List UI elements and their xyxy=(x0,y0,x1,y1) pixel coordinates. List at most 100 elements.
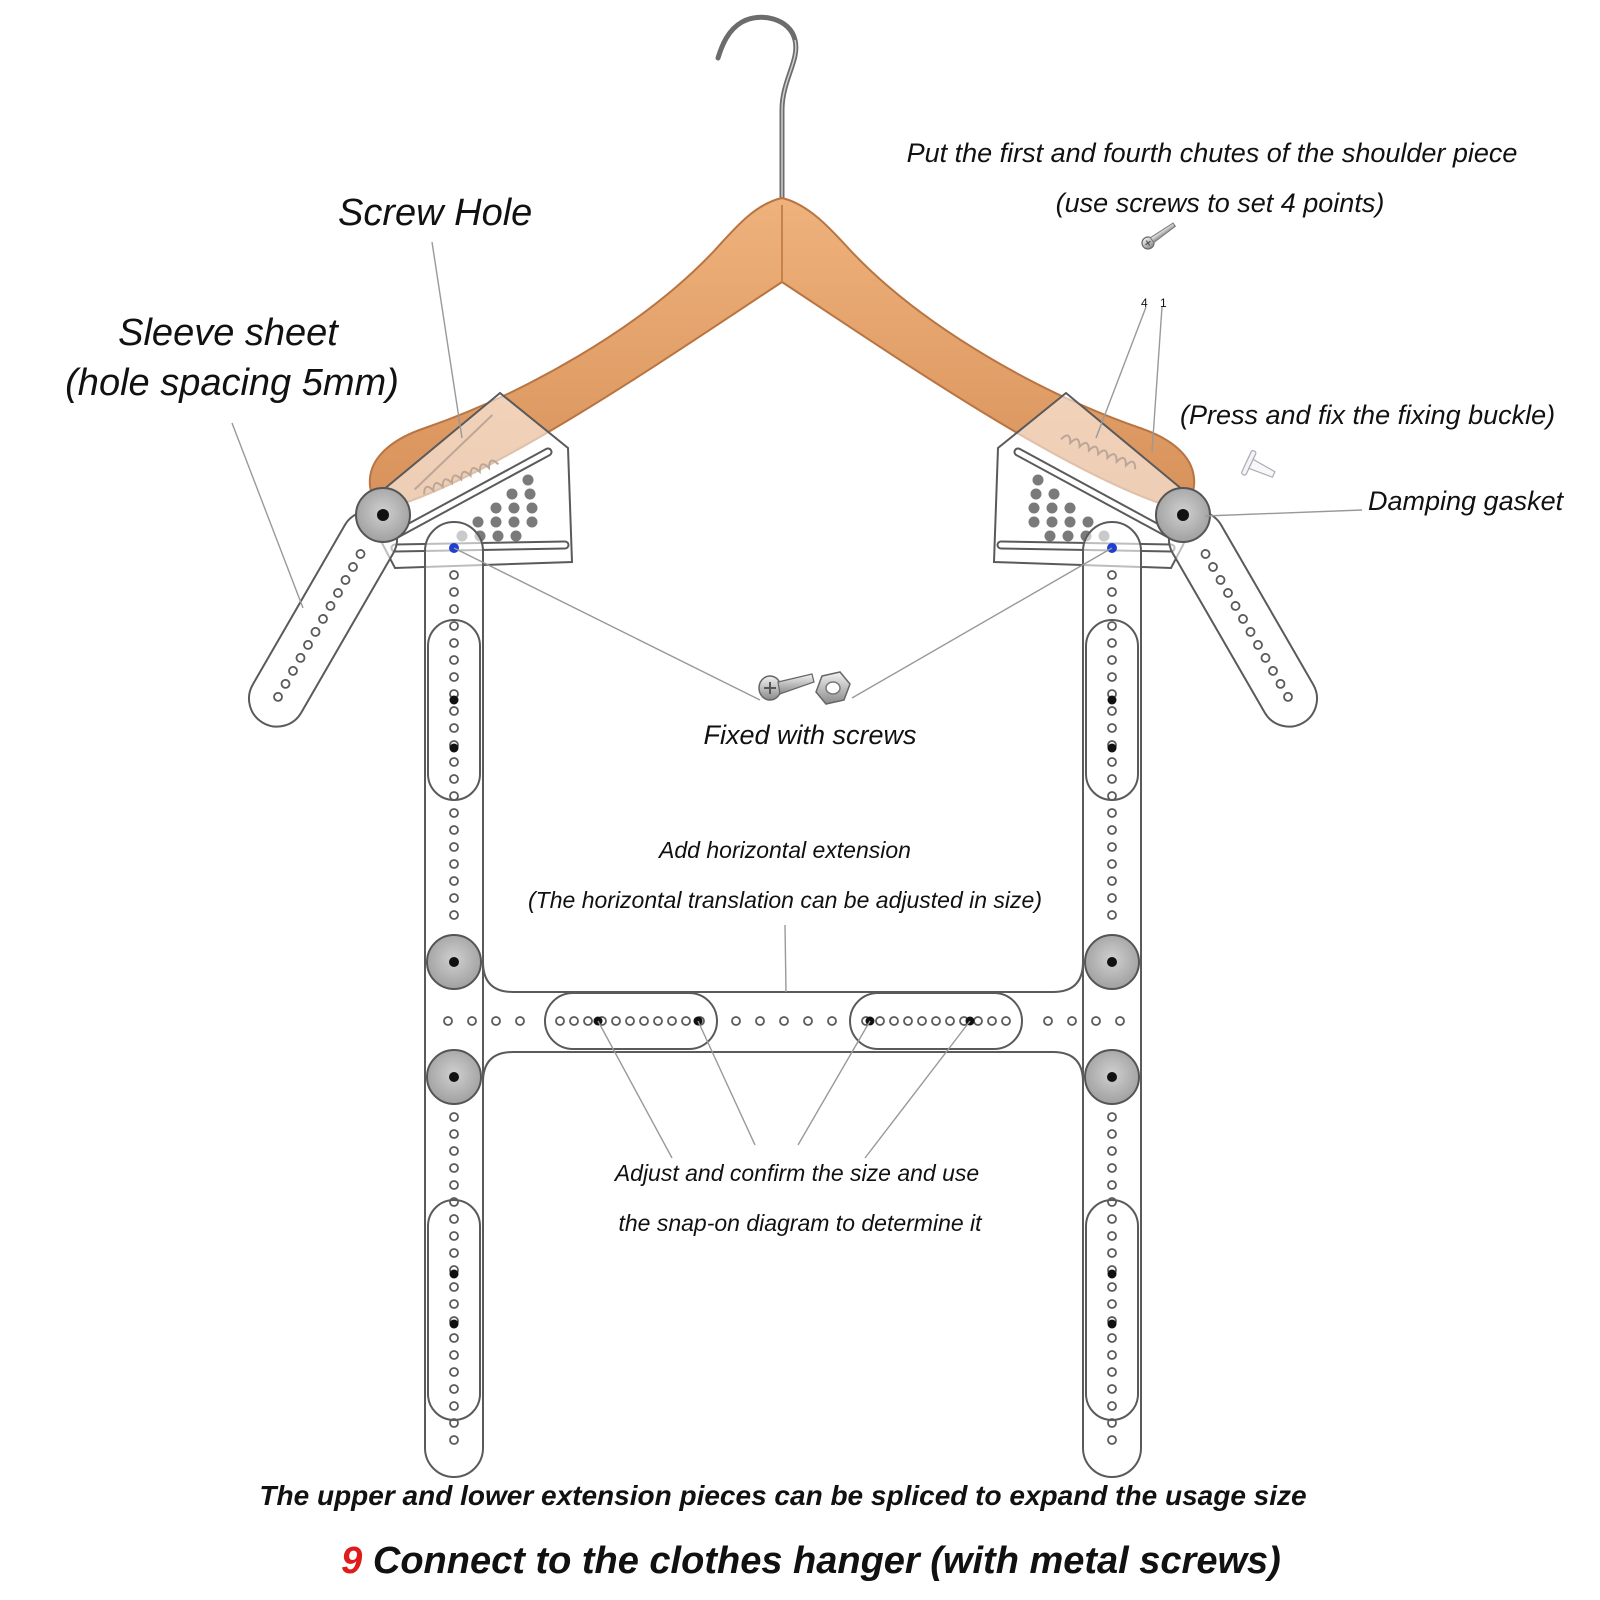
frame-hole xyxy=(555,1016,565,1026)
frame-hole xyxy=(1107,621,1117,631)
frame-hole xyxy=(1067,1016,1077,1026)
frame-hole xyxy=(1107,1197,1117,1207)
frame-hole xyxy=(449,825,459,835)
frame-hole xyxy=(611,1016,621,1026)
plate-hole xyxy=(1064,516,1076,528)
plate-hole xyxy=(524,488,536,500)
frame-hole xyxy=(449,621,459,631)
frame-hole xyxy=(1107,893,1117,903)
plate-hole xyxy=(1028,502,1040,514)
frame-hole xyxy=(1107,638,1117,648)
frame-hole xyxy=(449,1350,459,1360)
frame-hole xyxy=(449,587,459,597)
sleeve-hole xyxy=(318,614,328,624)
frame-hole xyxy=(569,1016,579,1026)
frame-hole xyxy=(449,1384,459,1394)
plate-hole xyxy=(508,516,520,528)
frame-snap-point xyxy=(1107,743,1117,753)
frame-hole xyxy=(467,1016,477,1026)
frame-hole xyxy=(1107,1214,1117,1224)
adjust-confirm-label: Adjust and confirm the size and use xyxy=(614,1160,980,1186)
plate-hole xyxy=(508,502,520,514)
sleeve-hole xyxy=(1275,678,1286,689)
frame-hole xyxy=(667,1016,677,1026)
frame-hole xyxy=(449,1163,459,1173)
plate-hole xyxy=(1064,502,1076,514)
sleeve-hole xyxy=(280,678,291,689)
plate-hole xyxy=(492,530,504,542)
frame-snap-point xyxy=(449,1319,459,1329)
frame-hole xyxy=(1107,604,1117,614)
extension-note: The upper and lower extension pieces can… xyxy=(259,1480,1307,1511)
small-screw-icon xyxy=(1141,222,1177,250)
frame-hole xyxy=(1107,1180,1117,1190)
frame-hole xyxy=(1107,842,1117,852)
frame-hole xyxy=(449,1112,459,1122)
frame-hole xyxy=(1107,910,1117,920)
frame-hole xyxy=(1107,1163,1117,1173)
frame-hole xyxy=(449,893,459,903)
frame-hole xyxy=(1107,1146,1117,1156)
frame-hole xyxy=(1107,1418,1117,1428)
plate-hole xyxy=(1046,516,1058,528)
frame-hole xyxy=(889,1016,899,1026)
metal-screw-nut-icon xyxy=(758,671,851,705)
frame-hole xyxy=(449,1435,459,1445)
sleeve-hole xyxy=(295,652,306,663)
sleeve-hole xyxy=(348,562,358,572)
frame-hole xyxy=(449,842,459,852)
plate-hole xyxy=(1030,488,1042,500)
sleeve-hole xyxy=(1230,601,1241,611)
frame-hole xyxy=(449,808,459,818)
frame-snap-point xyxy=(1107,1269,1117,1279)
frame-hole xyxy=(1107,1231,1117,1241)
frame-hole xyxy=(1107,587,1117,597)
frame-snap-point xyxy=(1107,1319,1117,1329)
frame-hole xyxy=(491,1016,501,1026)
frame-hole xyxy=(1107,859,1117,869)
frame-snap-point xyxy=(449,1269,459,1279)
plate-hole xyxy=(506,488,518,500)
frame-hole xyxy=(449,706,459,716)
right-shoulder-plate xyxy=(992,391,1203,570)
sleeve-hole xyxy=(1283,691,1293,702)
sleeve-spacing-label: (hole spacing 5mm) xyxy=(65,362,399,404)
frame-hole xyxy=(1107,1248,1117,1258)
frame-hole xyxy=(449,1248,459,1258)
fixing-buckle-icon xyxy=(1241,450,1276,478)
frame-hole xyxy=(449,1129,459,1139)
frame-hole xyxy=(1107,570,1117,580)
step-heading: 9 Connect to the clothes hanger (with me… xyxy=(341,1540,1281,1583)
chute-1-label: 1 xyxy=(1160,296,1167,310)
frame-hole xyxy=(449,723,459,733)
plate-hole xyxy=(472,516,484,528)
step-number: 9 xyxy=(341,1540,363,1582)
shoulder-screws-label: (use screws to set 4 points) xyxy=(1055,188,1385,218)
plate-hole xyxy=(1062,530,1074,542)
sleeve-sheet-label: Sleeve sheet xyxy=(118,312,338,354)
frame-hole xyxy=(449,774,459,784)
plate-hole xyxy=(1028,516,1040,528)
sleeve-hole xyxy=(303,640,313,650)
frame-hole xyxy=(1107,1435,1117,1445)
sleeve-hole xyxy=(273,691,283,702)
frame-hole xyxy=(449,672,459,682)
fixed-screws-label: Fixed with screws xyxy=(703,720,917,750)
frame-hole xyxy=(1107,1333,1117,1343)
frame-hole xyxy=(1107,672,1117,682)
frame-hole xyxy=(1107,1384,1117,1394)
frame-hole xyxy=(1001,1016,1011,1026)
frame-hole xyxy=(1091,1016,1101,1026)
frame-hole xyxy=(1107,655,1117,665)
frame-hole xyxy=(731,1016,741,1026)
plate-hole xyxy=(510,530,522,542)
frame-hole xyxy=(449,1180,459,1190)
frame-hole xyxy=(1043,1016,1053,1026)
frame-hole xyxy=(449,604,459,614)
frame-hole xyxy=(1115,1016,1125,1026)
damping-gasket-label: Damping gasket xyxy=(1368,486,1564,516)
screw-hole-label: Screw Hole xyxy=(338,192,533,234)
press-buckle-label: (Press and fix the fixing buckle) xyxy=(1180,400,1556,430)
frame-hole xyxy=(1107,706,1117,716)
frame-hole xyxy=(449,1146,459,1156)
